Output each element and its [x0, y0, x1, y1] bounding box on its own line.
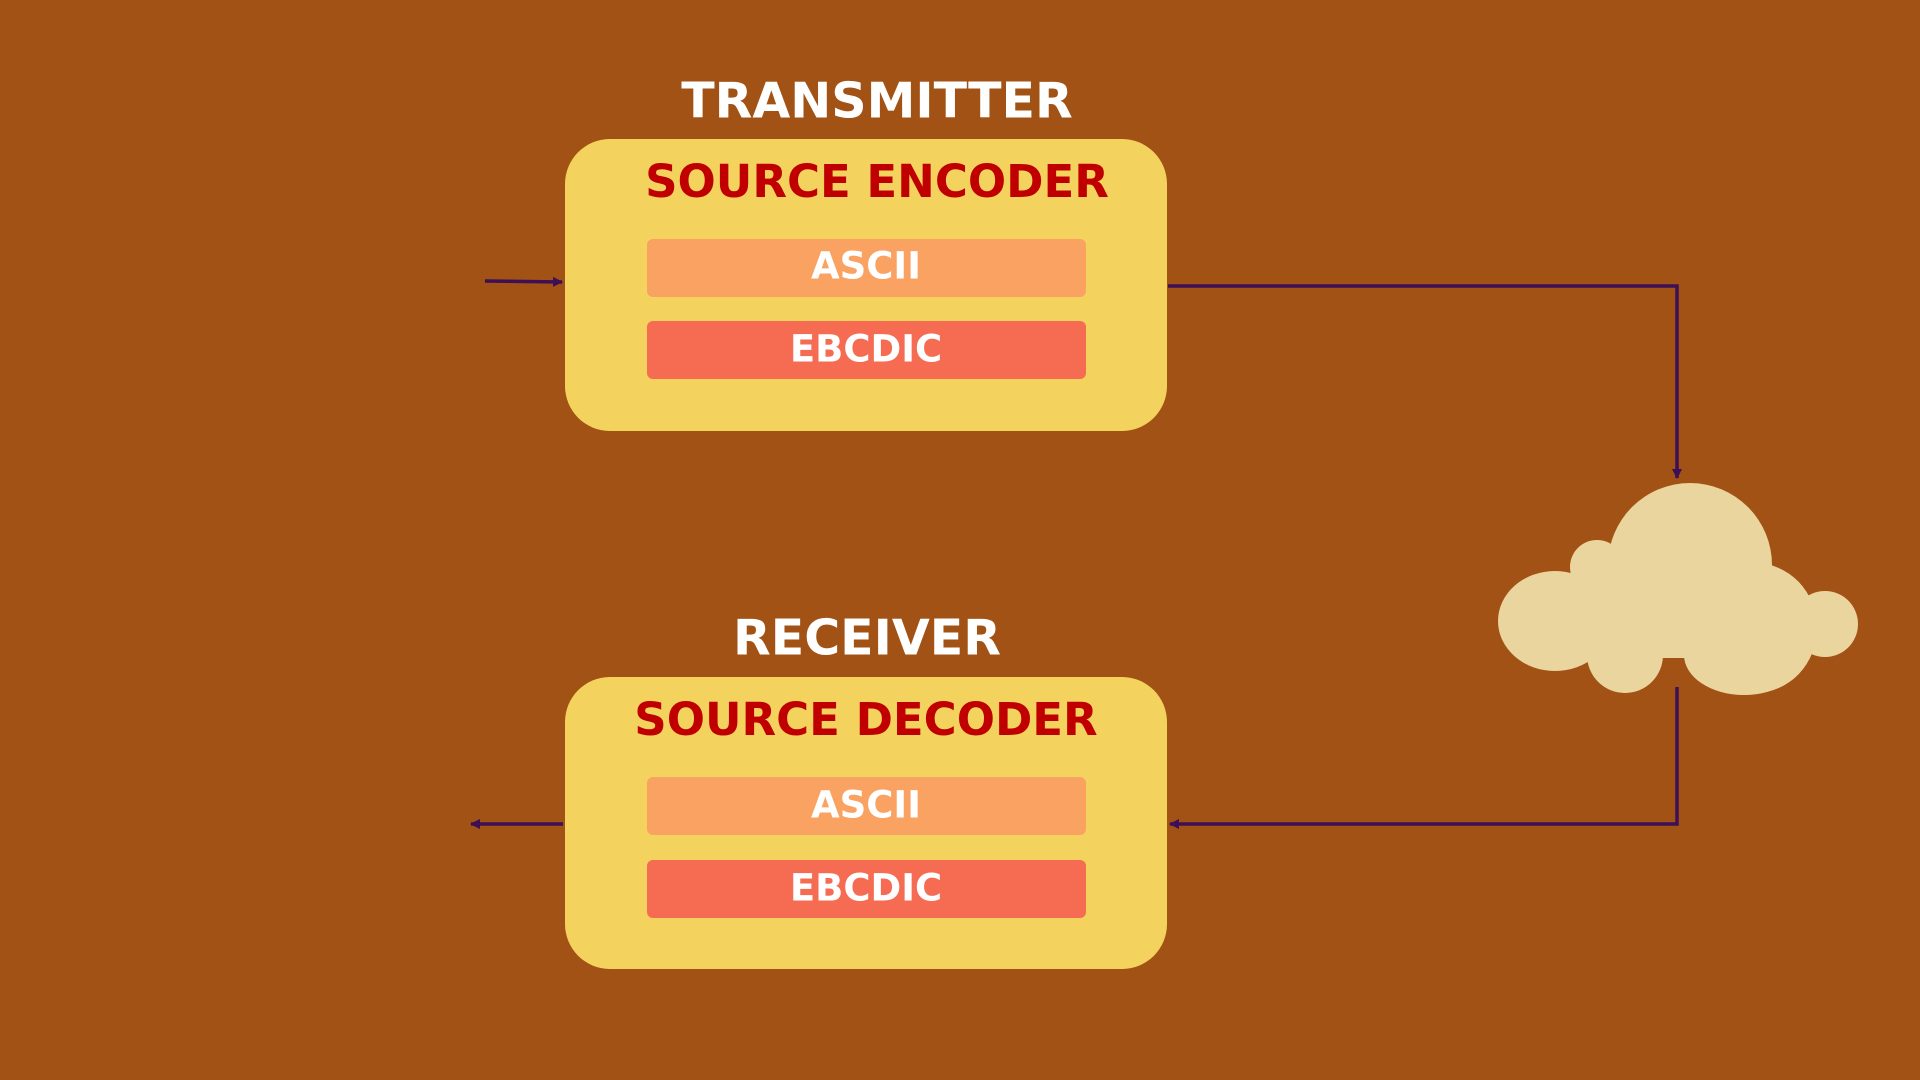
encoder-ebcdic-bar — [647, 321, 1086, 379]
input-arrow — [484, 276, 563, 287]
transmitter-heading: TRANSMITTER — [681, 73, 1073, 130]
source-encoder-block: SOURCE ENCODER ASCII EBCDIC — [565, 139, 1167, 431]
decoder-ebcdic-bar — [647, 860, 1086, 918]
encoder-ascii-label: ASCII — [811, 245, 921, 288]
encoder-to-channel-arrow — [1168, 284, 1682, 479]
encoder-ebcdic-label: EBCDIC — [790, 328, 942, 371]
encoder-ascii-bar — [647, 239, 1086, 297]
channel-to-decoder-arrow — [1169, 687, 1679, 829]
source-decoder-title: SOURCE DECODER — [634, 693, 1097, 746]
source-decoder-block: SOURCE DECODER ASCII EBCDIC — [565, 677, 1167, 969]
cloud-puff-far-right — [1792, 591, 1858, 657]
source-encoder-title: SOURCE ENCODER — [645, 155, 1109, 208]
receiver-heading: RECEIVER — [733, 610, 1001, 667]
decoder-ascii-bar — [647, 777, 1086, 835]
connectors — [470, 276, 1682, 829]
cloud-base — [1556, 580, 1786, 658]
decoder-ascii-label: ASCII — [811, 784, 921, 827]
decoder-ebcdic-label: EBCDIC — [790, 867, 942, 910]
cloud-icon — [1498, 483, 1858, 695]
